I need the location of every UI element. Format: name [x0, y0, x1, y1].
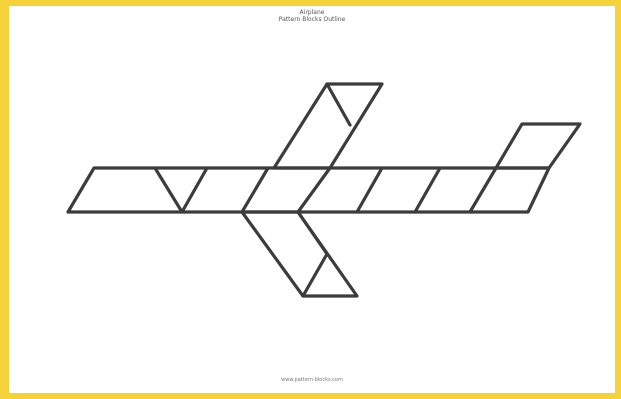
fuselage-divider: [415, 168, 440, 212]
fuselage-divider: [298, 168, 330, 212]
fuselage-divider: [470, 168, 496, 212]
tail-rudder-piece: [496, 124, 580, 168]
fuselage-divider: [357, 168, 382, 212]
lower-wing-piece: [242, 212, 357, 296]
upper-wing-piece: [274, 84, 382, 168]
nose-triangle-left-edge: [155, 168, 182, 212]
fuselage-divider: [242, 168, 268, 212]
upper-wing-divider: [327, 84, 350, 125]
wing-root-divider: [298, 212, 327, 254]
lower-wing-divider: [303, 254, 327, 296]
fuselage-outline: [68, 168, 549, 212]
nose-triangle-right-edge: [182, 168, 207, 212]
